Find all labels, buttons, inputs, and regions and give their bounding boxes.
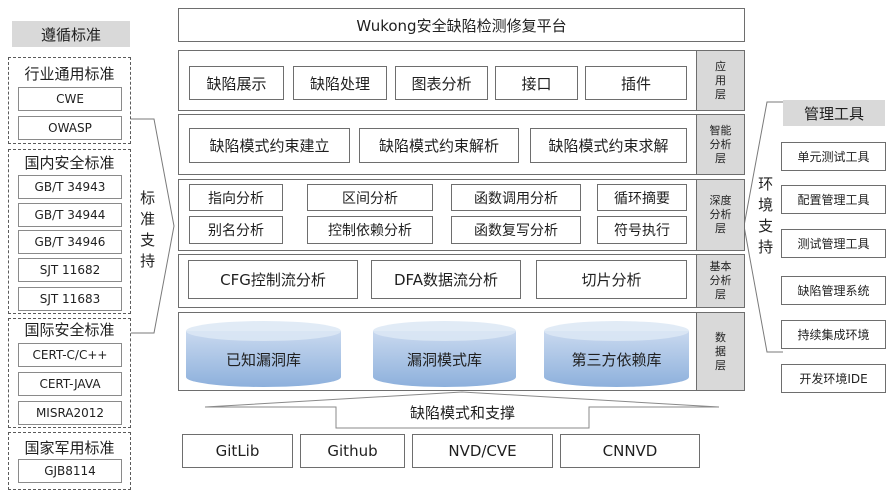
standard-item: SJT 11682 [18,258,122,282]
analysis-module: CFG控制流分析 [188,260,358,299]
basic-analysis-layer: CFG控制流分析 DFA数据流分析 切片分析 基本分析层 [178,254,745,308]
standard-item: CWE [18,87,122,111]
application-module: 图表分析 [395,66,488,100]
standard-item: GB/T 34943 [18,175,122,199]
standards-support-arrow [131,118,175,334]
standards-group-international: 国际安全标准 CERT-C/C++ CERT-JAVA MISRA2012 [8,318,131,428]
standards-group-industry: 行业通用标准 CWE OWASP [8,57,131,144]
layer-label-text: 智能分析层 [709,123,732,165]
standard-item: GB/T 34946 [18,230,122,254]
analysis-module: 循环摘要 [597,184,687,211]
database-label: 漏洞模式库 [406,350,482,369]
application-layer: 缺陷展示 缺陷处理 图表分析 接口 插件 应用层 [178,50,745,111]
application-module: 缺陷处理 [293,66,387,100]
management-tool-item: 测试管理工具 [781,229,886,258]
analysis-module: 符号执行 [597,216,687,244]
environment-support-label: 环境支持 [758,175,774,256]
analysis-module: 指向分析 [189,184,283,211]
application-module: 缺陷展示 [189,66,284,100]
data-source-box: GitLib [182,434,293,468]
layer-label-text: 数据层 [715,330,726,372]
application-module: 插件 [585,66,687,100]
analysis-module: 区间分析 [307,184,433,211]
analysis-module: DFA数据流分析 [371,260,521,299]
management-tool-item: 开发环境IDE [781,364,886,393]
layer-label: 智能分析层 [696,115,744,174]
layer-label: 基本分析层 [696,255,744,307]
intelligent-analysis-layer: 缺陷模式约束建立 缺陷模式约束解析 缺陷模式约束求解 智能分析层 [178,114,745,175]
analysis-module: 别名分析 [189,216,283,244]
database-cylinder-top [544,321,689,341]
analysis-module: 缺陷模式约束建立 [189,128,350,163]
standards-group-title: 国内安全标准 [24,154,115,172]
layer-label: 数据层 [696,313,744,390]
database-label: 第三方依赖库 [571,350,662,369]
deep-analysis-layer: 指向分析 区间分析 函数调用分析 循环摘要 别名分析 控制依赖分析 函数复写分析… [178,179,745,251]
management-tool-item: 缺陷管理系统 [781,276,886,305]
application-module: 接口 [495,66,578,100]
database-cylinder: 漏洞模式库 [373,321,516,387]
database-cylinder-top [373,321,516,341]
standard-item: GB/T 34944 [18,203,122,227]
analysis-module: 缺陷模式约束解析 [359,128,519,163]
standard-item: OWASP [18,116,122,140]
layer-label-text: 基本分析层 [709,260,732,301]
tools-header: 管理工具 [783,100,885,126]
standard-item: CERT-JAVA [18,372,122,396]
management-tool-item: 配置管理工具 [781,185,886,214]
database-cylinder-top [186,321,341,341]
standard-item: CERT-C/C++ [18,343,122,367]
database-label: 已知漏洞库 [225,350,301,369]
platform-title: Wukong安全缺陷检测修复平台 [178,8,745,42]
layer-label: 深度分析层 [696,180,744,250]
standards-group-title: 行业通用标准 [24,65,115,83]
data-layer: 已知漏洞库 漏洞模式库 第三方依赖库 数据层 [178,312,745,391]
data-source-box: Github [300,434,405,468]
standards-group-domestic: 国内安全标准 GB/T 34943 GB/T 34944 GB/T 34946 … [8,149,131,314]
analysis-module: 函数复写分析 [451,216,581,244]
standards-support-label: 标准支持 [140,189,156,270]
defect-pattern-support-arrow [204,391,720,429]
standards-header: 遵循标准 [12,21,130,47]
standard-item: GJB8114 [18,459,122,483]
support-bar-label: 缺陷模式和支撑 [409,404,515,422]
standard-item: MISRA2012 [18,401,122,425]
management-tool-item: 单元测试工具 [781,142,886,171]
standard-item: SJT 11683 [18,287,122,311]
standards-group-title: 国家军用标准 [24,439,115,457]
standards-group-military: 国家军用标准 GJB8114 [8,432,131,490]
analysis-module: 函数调用分析 [451,184,581,211]
database-cylinder: 第三方依赖库 [544,321,689,387]
management-tool-item: 持续集成环境 [781,320,886,349]
layer-label-text: 深度分析层 [709,194,732,235]
database-cylinder: 已知漏洞库 [186,321,341,387]
layer-label-text: 应用层 [715,59,726,101]
data-source-box: CNNVD [560,434,700,468]
data-source-box: NVD/CVE [412,434,553,468]
analysis-module: 控制依赖分析 [307,216,433,244]
standards-group-title: 国际安全标准 [24,321,115,339]
layer-label: 应用层 [696,51,744,110]
analysis-module: 切片分析 [536,260,687,299]
analysis-module: 缺陷模式约束求解 [530,128,687,163]
